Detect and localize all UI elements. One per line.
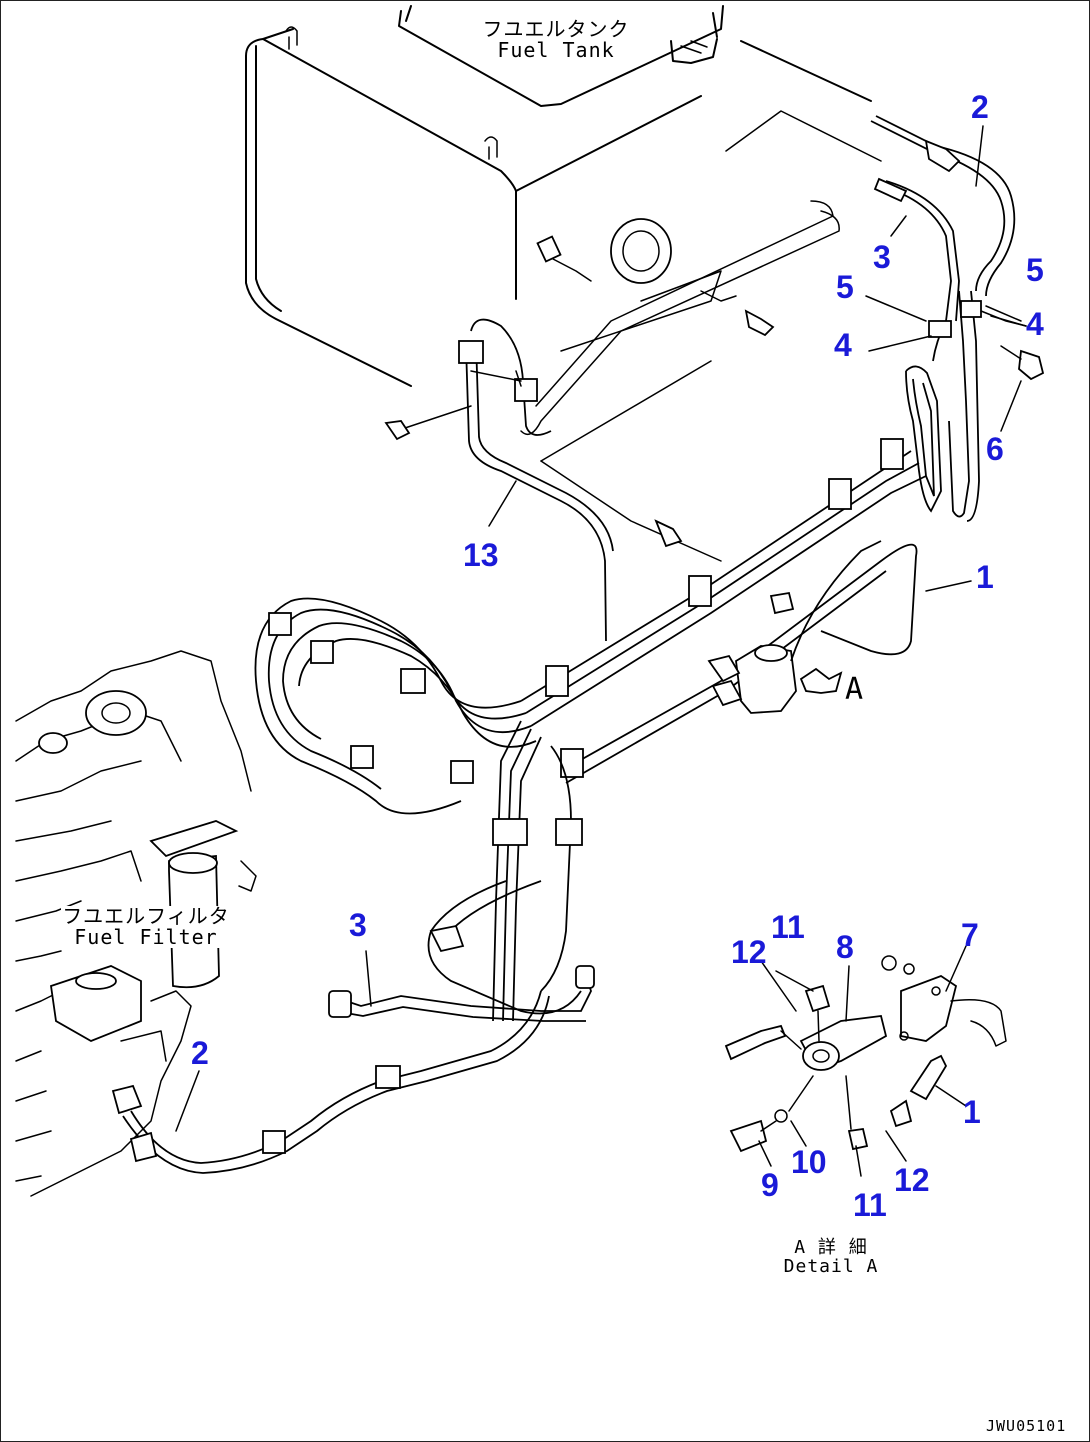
callout-12-bottom: 12 [894, 1162, 930, 1198]
detail-a [724, 955, 1007, 1153]
callout-1-top: 1 [976, 559, 994, 595]
tank-hoses [870, 115, 1045, 522]
callout-4-right: 4 [1026, 306, 1044, 342]
drawing-code: JWU05101 [986, 1417, 1067, 1435]
callout-10: 10 [791, 1144, 827, 1180]
fuel-filter-en: Fuel Filter [74, 925, 218, 949]
callout-5-left: 5 [836, 269, 854, 305]
callout-2-top: 2 [971, 89, 989, 125]
return-line [384, 318, 722, 642]
callout-11-top: 11 [771, 909, 805, 945]
callout-12-top: 12 [731, 934, 767, 970]
fuel-filter-label: フユエルフィルタ Fuel Filter [61, 906, 231, 948]
fuel-tank-en: Fuel Tank [497, 38, 615, 62]
callout-5-right: 5 [1026, 252, 1044, 288]
callout-6: 6 [986, 431, 1004, 467]
callout-4-left: 4 [834, 327, 852, 363]
callout-3-bottom: 3 [349, 907, 367, 943]
fuel-tank [245, 5, 872, 387]
fuel-filter-jp: フユエルフィルタ [62, 904, 230, 928]
fuel-tank-jp: フユエルタンク [482, 17, 630, 41]
drain-plug-assembly [520, 110, 882, 436]
filter-hoses [111, 965, 595, 1174]
callout-2-bottom: 2 [191, 1035, 209, 1071]
leader-lines [175, 125, 1027, 1177]
callout-7: 7 [961, 917, 979, 953]
callout-9: 9 [761, 1167, 779, 1203]
fuel-tank-label: フユエルタンク Fuel Tank [476, 19, 636, 61]
detail-en: Detail A [783, 1255, 879, 1277]
callout-1-detail: 1 [963, 1094, 981, 1130]
detail-a-label: A 詳 細 Detail A [771, 1237, 891, 1277]
water-separator [707, 540, 882, 714]
view-arrow-label: A [845, 672, 865, 707]
callout-8: 8 [836, 929, 854, 965]
engine-block [15, 650, 257, 1197]
detail-jp: A 詳 細 [794, 1237, 868, 1258]
hose-bundle [254, 438, 927, 1022]
callout-11-bottom: 11 [853, 1187, 887, 1223]
callout-3-top: 3 [873, 239, 891, 275]
callout-13: 13 [463, 537, 499, 573]
